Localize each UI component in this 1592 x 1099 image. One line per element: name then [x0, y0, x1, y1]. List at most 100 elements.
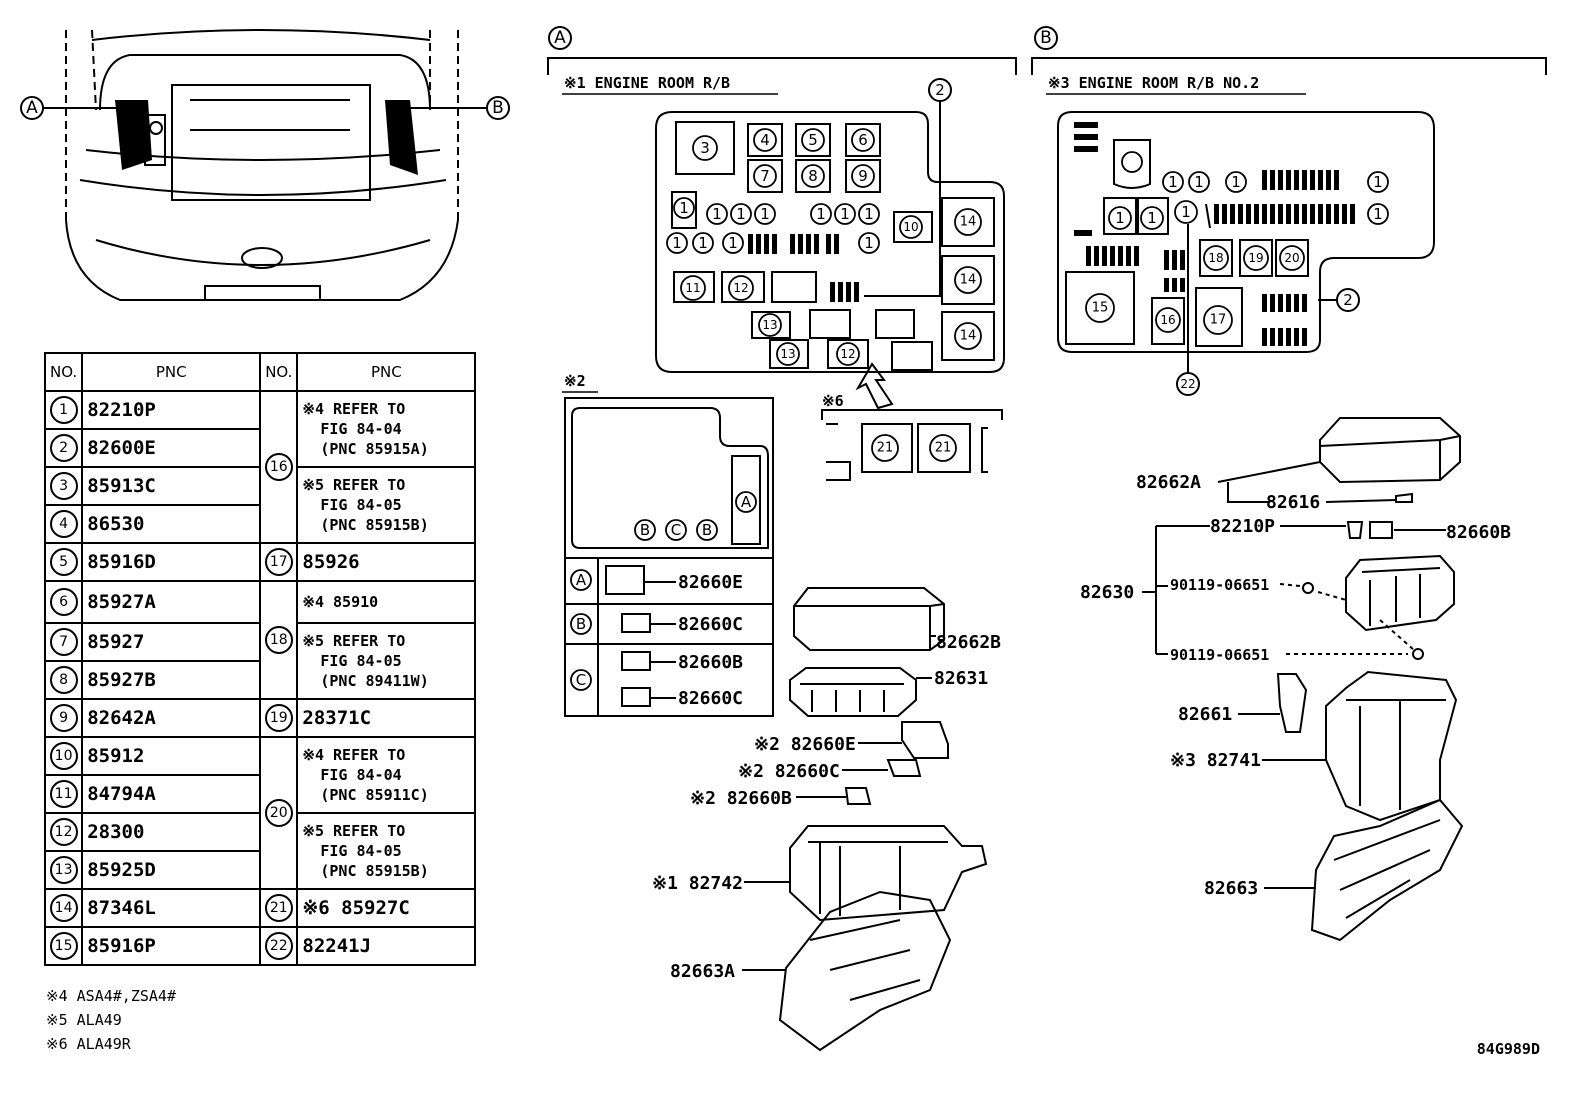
svg-text:1: 1: [728, 234, 738, 252]
pnc-value: 28300: [81, 812, 262, 852]
lower-case-82663a: [778, 890, 952, 1052]
item-no: 8: [49, 666, 78, 694]
svg-text:1: 1: [1373, 173, 1383, 191]
item-no: 6: [49, 588, 78, 616]
item-no: 15: [49, 932, 78, 960]
item-no: 19: [264, 704, 293, 732]
footnote-5: ※5 ALA49: [46, 1011, 122, 1029]
item-number-circles: [570, 128, 1389, 691]
part-82616: 82616: [1266, 492, 1320, 513]
relay-box-case-82742: [789, 825, 988, 922]
part-82741: ※3 82741: [1170, 750, 1261, 771]
part-82660b: ※2 82660B: [690, 788, 792, 809]
item-no: 10: [49, 742, 78, 770]
conn-pnc-2: 82660C: [678, 614, 743, 635]
pnc-value: 85927B: [81, 660, 262, 700]
pnc-value: 85916P: [81, 926, 262, 966]
lower-case-82663: [1310, 798, 1464, 942]
sub-box-note: ※2: [564, 372, 586, 390]
pnc-value: 82210P: [81, 390, 262, 430]
ref-16b: ※5 REFER TO FIG 84-05 (PNC 85915B): [296, 466, 477, 544]
svg-text:13: 13: [780, 347, 795, 361]
item-no: 9: [49, 704, 78, 732]
engine-room-rb-no2-title: ※3 ENGINE ROOM R/B NO.2: [1048, 74, 1259, 92]
conn-pnc-4: 82660C: [678, 688, 743, 709]
part-82662b: 82662B: [936, 632, 1001, 653]
bolt-1: 90119-06651: [1170, 576, 1269, 594]
part-82630: 82630: [1080, 582, 1134, 603]
view-a-label: A: [554, 28, 566, 48]
pnc-value: 85925D: [81, 850, 262, 890]
item-no: 17: [264, 548, 293, 576]
pnc-table: NO. PNC NO. PNC 1 82210P 16 ※4 REFER TO …: [43, 352, 477, 966]
variant-note: ※6: [822, 392, 844, 410]
svg-text:20: 20: [1284, 251, 1299, 265]
svg-text:11: 11: [685, 281, 700, 295]
view-a-marker: [548, 26, 572, 50]
pnc-value: ※6 85927C: [296, 888, 477, 928]
pnc-value: 82642A: [81, 698, 262, 738]
relay-box-cover-82662a: [1319, 417, 1461, 484]
conn-pnc-1: 82660E: [678, 572, 743, 593]
pnc-value: 84794A: [81, 774, 262, 814]
item-no: 18: [264, 626, 293, 654]
part-82660b-b: 82660B: [1446, 522, 1511, 543]
svg-text:12: 12: [733, 281, 748, 295]
connector-82661: [1276, 673, 1308, 733]
svg-text:15: 15: [1092, 301, 1109, 316]
item-no: 5: [49, 548, 78, 576]
relay-block-82630: [1345, 554, 1455, 632]
item-no: 13: [49, 856, 78, 884]
callout-b-label: B: [492, 98, 504, 118]
part-82661: 82661: [1178, 704, 1232, 725]
pnc-value: 82241J: [296, 926, 477, 966]
part-82660e: ※2 82660E: [754, 734, 856, 755]
footnote-6: ※6 ALA49R: [46, 1035, 131, 1053]
svg-text:1: 1: [864, 205, 874, 223]
svg-text:14: 14: [960, 329, 977, 344]
header-no: NO.: [43, 352, 84, 392]
item-no: 16: [264, 453, 293, 481]
view-b-label: B: [1040, 28, 1052, 48]
part-82210p: 82210P: [1210, 516, 1275, 537]
pnc-value: 85927: [81, 622, 262, 662]
callout-a-label: A: [26, 98, 38, 118]
svg-text:1: 1: [1168, 173, 1178, 191]
svg-text:14: 14: [960, 215, 977, 230]
relay-block-82631: [789, 667, 917, 717]
mini-label-1: B: [640, 521, 650, 539]
svg-text:1: 1: [1147, 209, 1157, 227]
item-no: 12: [49, 818, 78, 846]
item-no: 21: [264, 894, 293, 922]
relay-box-cover-82662b: [793, 587, 945, 651]
part-82662a: 82662A: [1136, 472, 1201, 493]
ref-18a: ※4 85910: [296, 580, 477, 624]
fuse-strips: [748, 122, 1355, 346]
part-82631: 82631: [934, 668, 988, 689]
svg-text:10: 10: [903, 220, 918, 234]
bolt-2: 90119-06651: [1170, 646, 1269, 664]
mini-label-4: A: [741, 493, 752, 511]
conn-key-a: A: [576, 571, 587, 589]
svg-text:1: 1: [698, 234, 708, 252]
callout-b-marker: [486, 96, 510, 120]
item-no: 11: [49, 780, 78, 808]
svg-text:14: 14: [960, 273, 977, 288]
svg-text:6: 6: [858, 131, 868, 149]
mini-label-2: C: [671, 521, 681, 539]
figure-id: 84G989D: [1476, 1040, 1540, 1058]
svg-text:22: 22: [1180, 377, 1195, 391]
svg-text:1: 1: [816, 205, 826, 223]
svg-text:18: 18: [1208, 251, 1223, 265]
ref-18b: ※5 REFER TO FIG 84-05 (PNC 89411W): [296, 622, 477, 700]
part-82663a: 82663A: [670, 961, 735, 982]
svg-text:5: 5: [808, 131, 818, 149]
ref-20b: ※5 REFER TO FIG 84-05 (PNC 85915B): [296, 812, 477, 890]
svg-text:12: 12: [840, 347, 855, 361]
svg-text:1: 1: [672, 234, 682, 252]
pnc-value: 86530: [81, 504, 262, 544]
footnotes: ※4 ASA4#,ZSA4# ※5 ALA49 ※6 ALA49R: [46, 984, 176, 1056]
svg-text:4: 4: [760, 131, 770, 149]
svg-text:9: 9: [858, 167, 868, 185]
